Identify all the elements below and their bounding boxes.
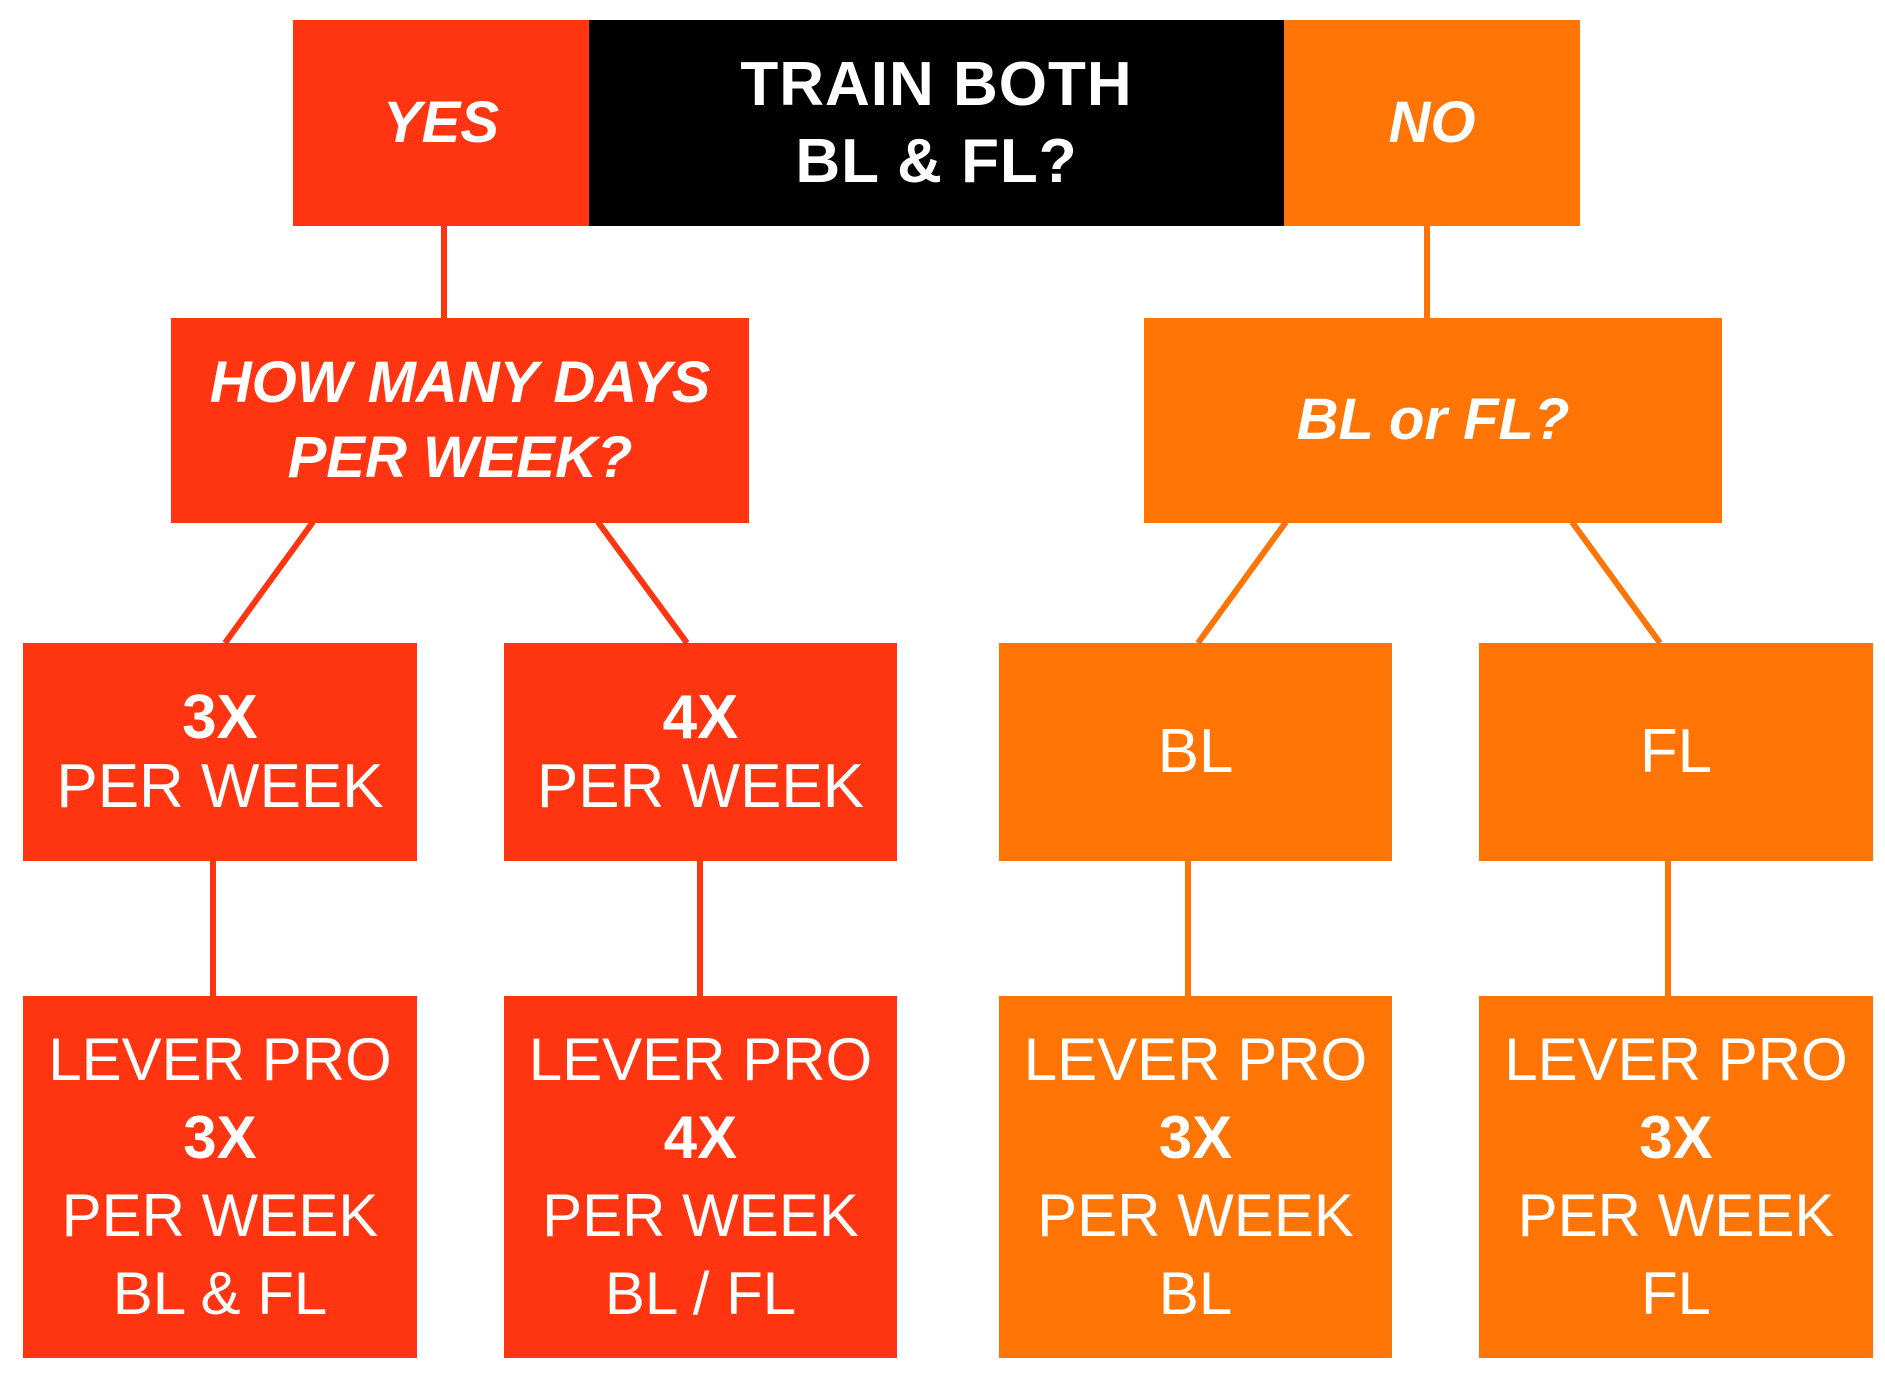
option-bl-box: BL <box>999 643 1392 861</box>
option-3x-unit: PER WEEK <box>56 752 384 821</box>
connector-blfl-to-bl <box>1195 520 1289 645</box>
option-4x-count: 4X <box>662 682 739 752</box>
result-bl-count: 3X <box>1158 1104 1233 1171</box>
result-3x-count: 3X <box>183 1104 257 1171</box>
bl-or-fl-question: BL or FL? <box>1296 387 1570 453</box>
connector-days-to-4x <box>595 520 690 645</box>
result-4x-target: BL / FL <box>604 1260 797 1327</box>
result-4x-program: LEVER PRO <box>528 1026 873 1093</box>
days-question-line-2: PER WEEK? <box>287 424 633 490</box>
connector-days-to-3x <box>222 520 316 645</box>
option-bl-label: BL <box>1157 717 1234 787</box>
result-3x-box: LEVER PRO 3X PER WEEK BL & FL <box>23 996 417 1358</box>
train-both-question-line-2: BL & FL? <box>795 127 1078 196</box>
option-4x-box: 4X PER WEEK <box>504 643 897 861</box>
yes-box: YES <box>293 20 589 226</box>
days-question-line-1: HOW MANY DAYS <box>209 350 711 416</box>
result-bl-box: LEVER PRO 3X PER WEEK BL <box>999 996 1392 1358</box>
result-4x-count: 4X <box>663 1104 738 1171</box>
train-both-question-box: TRAIN BOTH BL & FL? <box>589 20 1284 226</box>
result-bl-unit: PER WEEK <box>1037 1182 1354 1249</box>
days-per-week-question-box: HOW MANY DAYS PER WEEK? <box>171 318 749 523</box>
result-bl-program: LEVER PRO <box>1023 1026 1368 1093</box>
result-3x-target: BL & FL <box>112 1260 328 1327</box>
yes-label: YES <box>382 89 500 155</box>
no-box: NO <box>1284 20 1580 226</box>
result-bl-target: BL <box>1158 1260 1233 1327</box>
option-3x-count: 3X <box>182 682 258 752</box>
train-both-question-line-1: TRAIN BOTH <box>740 49 1133 119</box>
result-fl-program: LEVER PRO <box>1504 1026 1848 1093</box>
option-3x-box: 3X PER WEEK <box>23 643 417 861</box>
result-4x-box: LEVER PRO 4X PER WEEK BL / FL <box>504 996 897 1358</box>
result-3x-unit: PER WEEK <box>61 1182 379 1249</box>
result-4x-unit: PER WEEK <box>542 1182 859 1249</box>
result-fl-target: FL <box>1640 1260 1712 1327</box>
bl-or-fl-question-box: BL or FL? <box>1144 318 1722 523</box>
result-fl-count: 3X <box>1639 1104 1713 1171</box>
result-fl-unit: PER WEEK <box>1517 1182 1835 1249</box>
result-fl-box: LEVER PRO 3X PER WEEK FL <box>1479 996 1873 1358</box>
option-fl-label: FL <box>1639 717 1713 787</box>
connector-blfl-to-fl <box>1569 520 1663 645</box>
no-label: NO <box>1388 89 1476 155</box>
result-3x-program: LEVER PRO <box>48 1026 392 1093</box>
option-fl-box: FL <box>1479 643 1873 861</box>
option-4x-unit: PER WEEK <box>536 752 865 821</box>
